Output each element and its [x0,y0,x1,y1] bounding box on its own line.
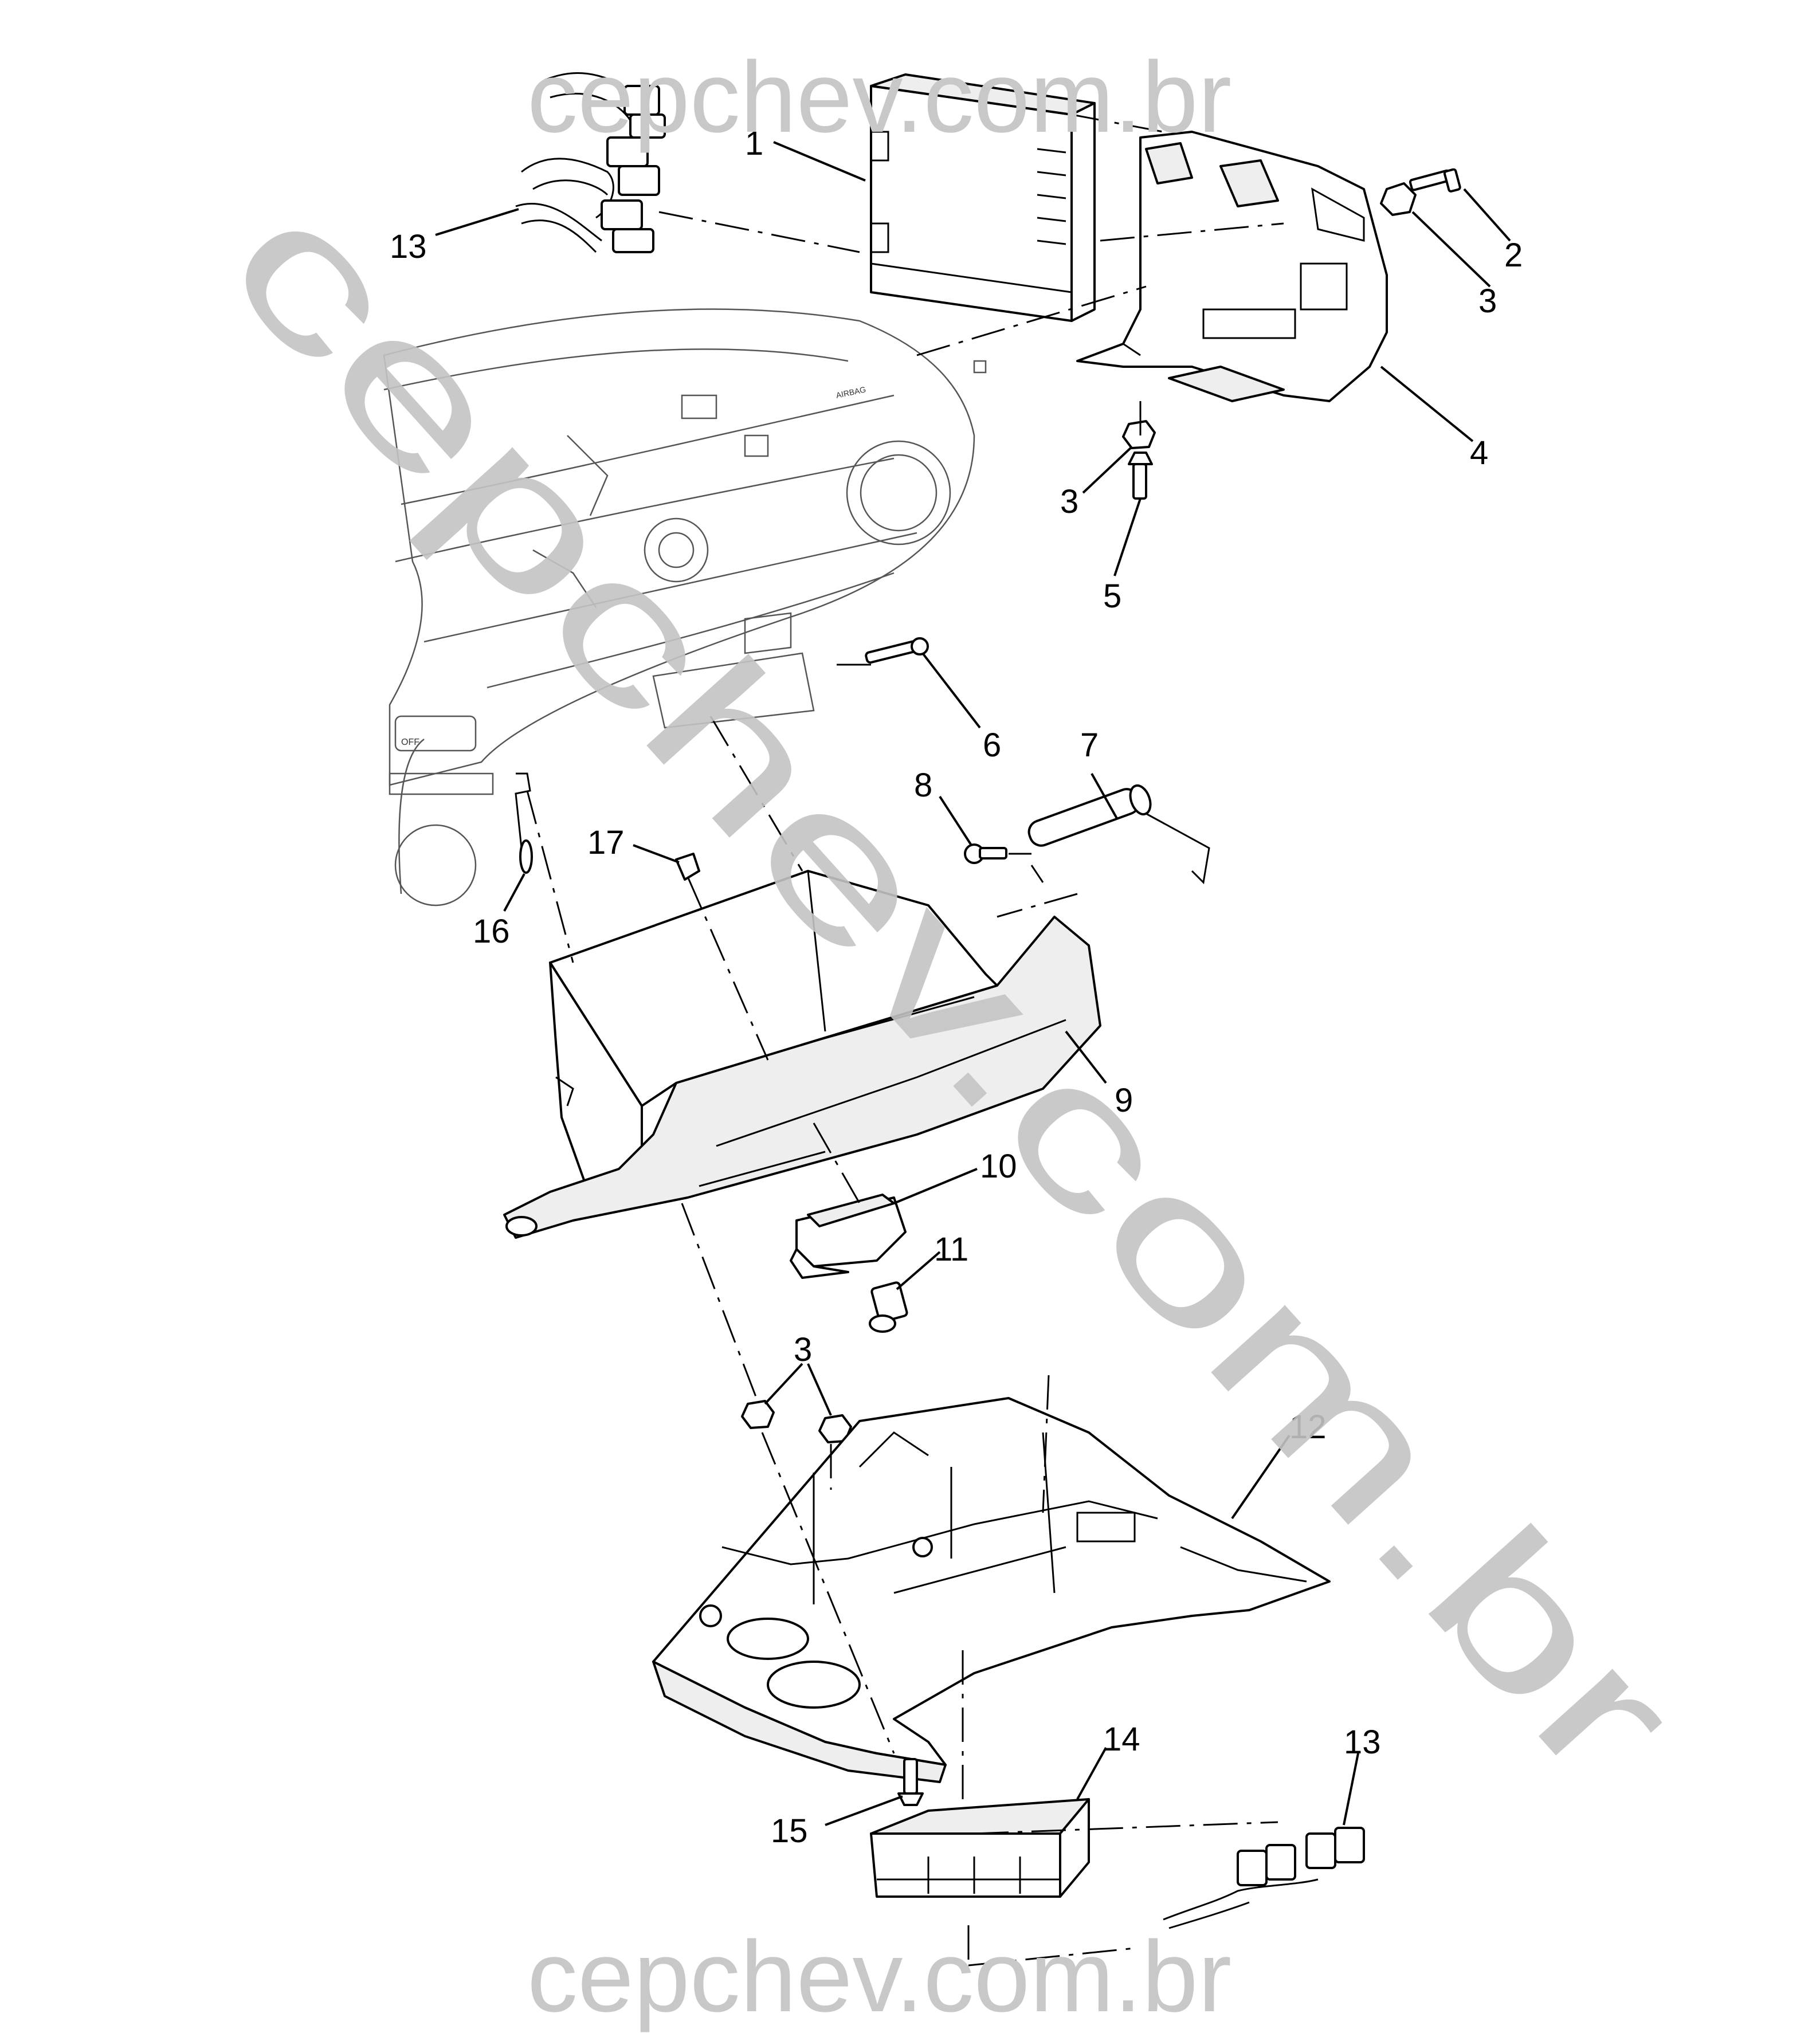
screw-8 [964,843,1007,864]
lock-cylinder-11 [869,1281,908,1333]
callout-11: 11 [934,1231,968,1268]
wiring-harness-lower [1163,1827,1365,1929]
pin-6 [865,637,929,664]
control-module-upper [870,73,1096,322]
clip-17 [675,853,700,881]
callout-7: 7 [1080,727,1099,764]
callout-17: 17 [587,824,625,861]
callout-15: 15 [771,1812,808,1850]
callout-1: 1 [745,125,763,162]
callout-10: 10 [980,1148,1017,1185]
bolt-2 [1409,168,1461,193]
callout-4: 4 [1470,434,1488,472]
callout-3: 3 [1478,282,1497,320]
switch-marking: OFF [401,737,419,747]
screw-5 [1128,452,1153,500]
wiring-harness-upper [515,72,666,253]
leader-lines [435,141,1511,1826]
callout-labels: 1 2 3 4 3 5 6 7 8 17 16 9 10 11 3 12 13 … [390,125,1523,1850]
lower-compartment-12 [652,1397,1331,1783]
callout-14: 14 [1103,1721,1140,1758]
nut-3-bracket-bottom [1122,420,1156,449]
callout-8: 8 [914,767,932,804]
nut-3-upper-right [1380,182,1417,216]
assembly-lines [526,113,1284,1967]
callout-16: 16 [473,913,510,950]
callout-3: 3 [1060,483,1078,520]
cable-16 [515,772,533,874]
panel-marking: AIRBAG [835,384,866,400]
callout-2: 2 [1504,237,1523,274]
latch-10 [790,1194,907,1279]
control-module-lower [870,1798,1090,1898]
callout-9: 9 [1115,1082,1133,1119]
damper-7 [1027,784,1210,885]
module-bracket [1076,131,1388,402]
screw-15 [897,1758,924,1806]
watermarks: cepchev.com.br cepchev.com.br cepchev.co… [187,41,1717,2033]
callout-3: 3 [794,1331,812,1368]
callout-13: 13 [390,228,427,265]
nut-3-lower-left [741,1400,775,1429]
callout-5: 5 [1103,578,1121,615]
watermark-bottom: cepchev.com.br [527,1921,1231,2033]
callout-12: 12 [1289,1408,1327,1446]
watermark-top: cepchev.com.br [527,41,1231,154]
callout-6: 6 [983,727,1001,764]
glove-box-door [503,870,1101,1239]
callout-13: 13 [1344,1724,1381,1761]
